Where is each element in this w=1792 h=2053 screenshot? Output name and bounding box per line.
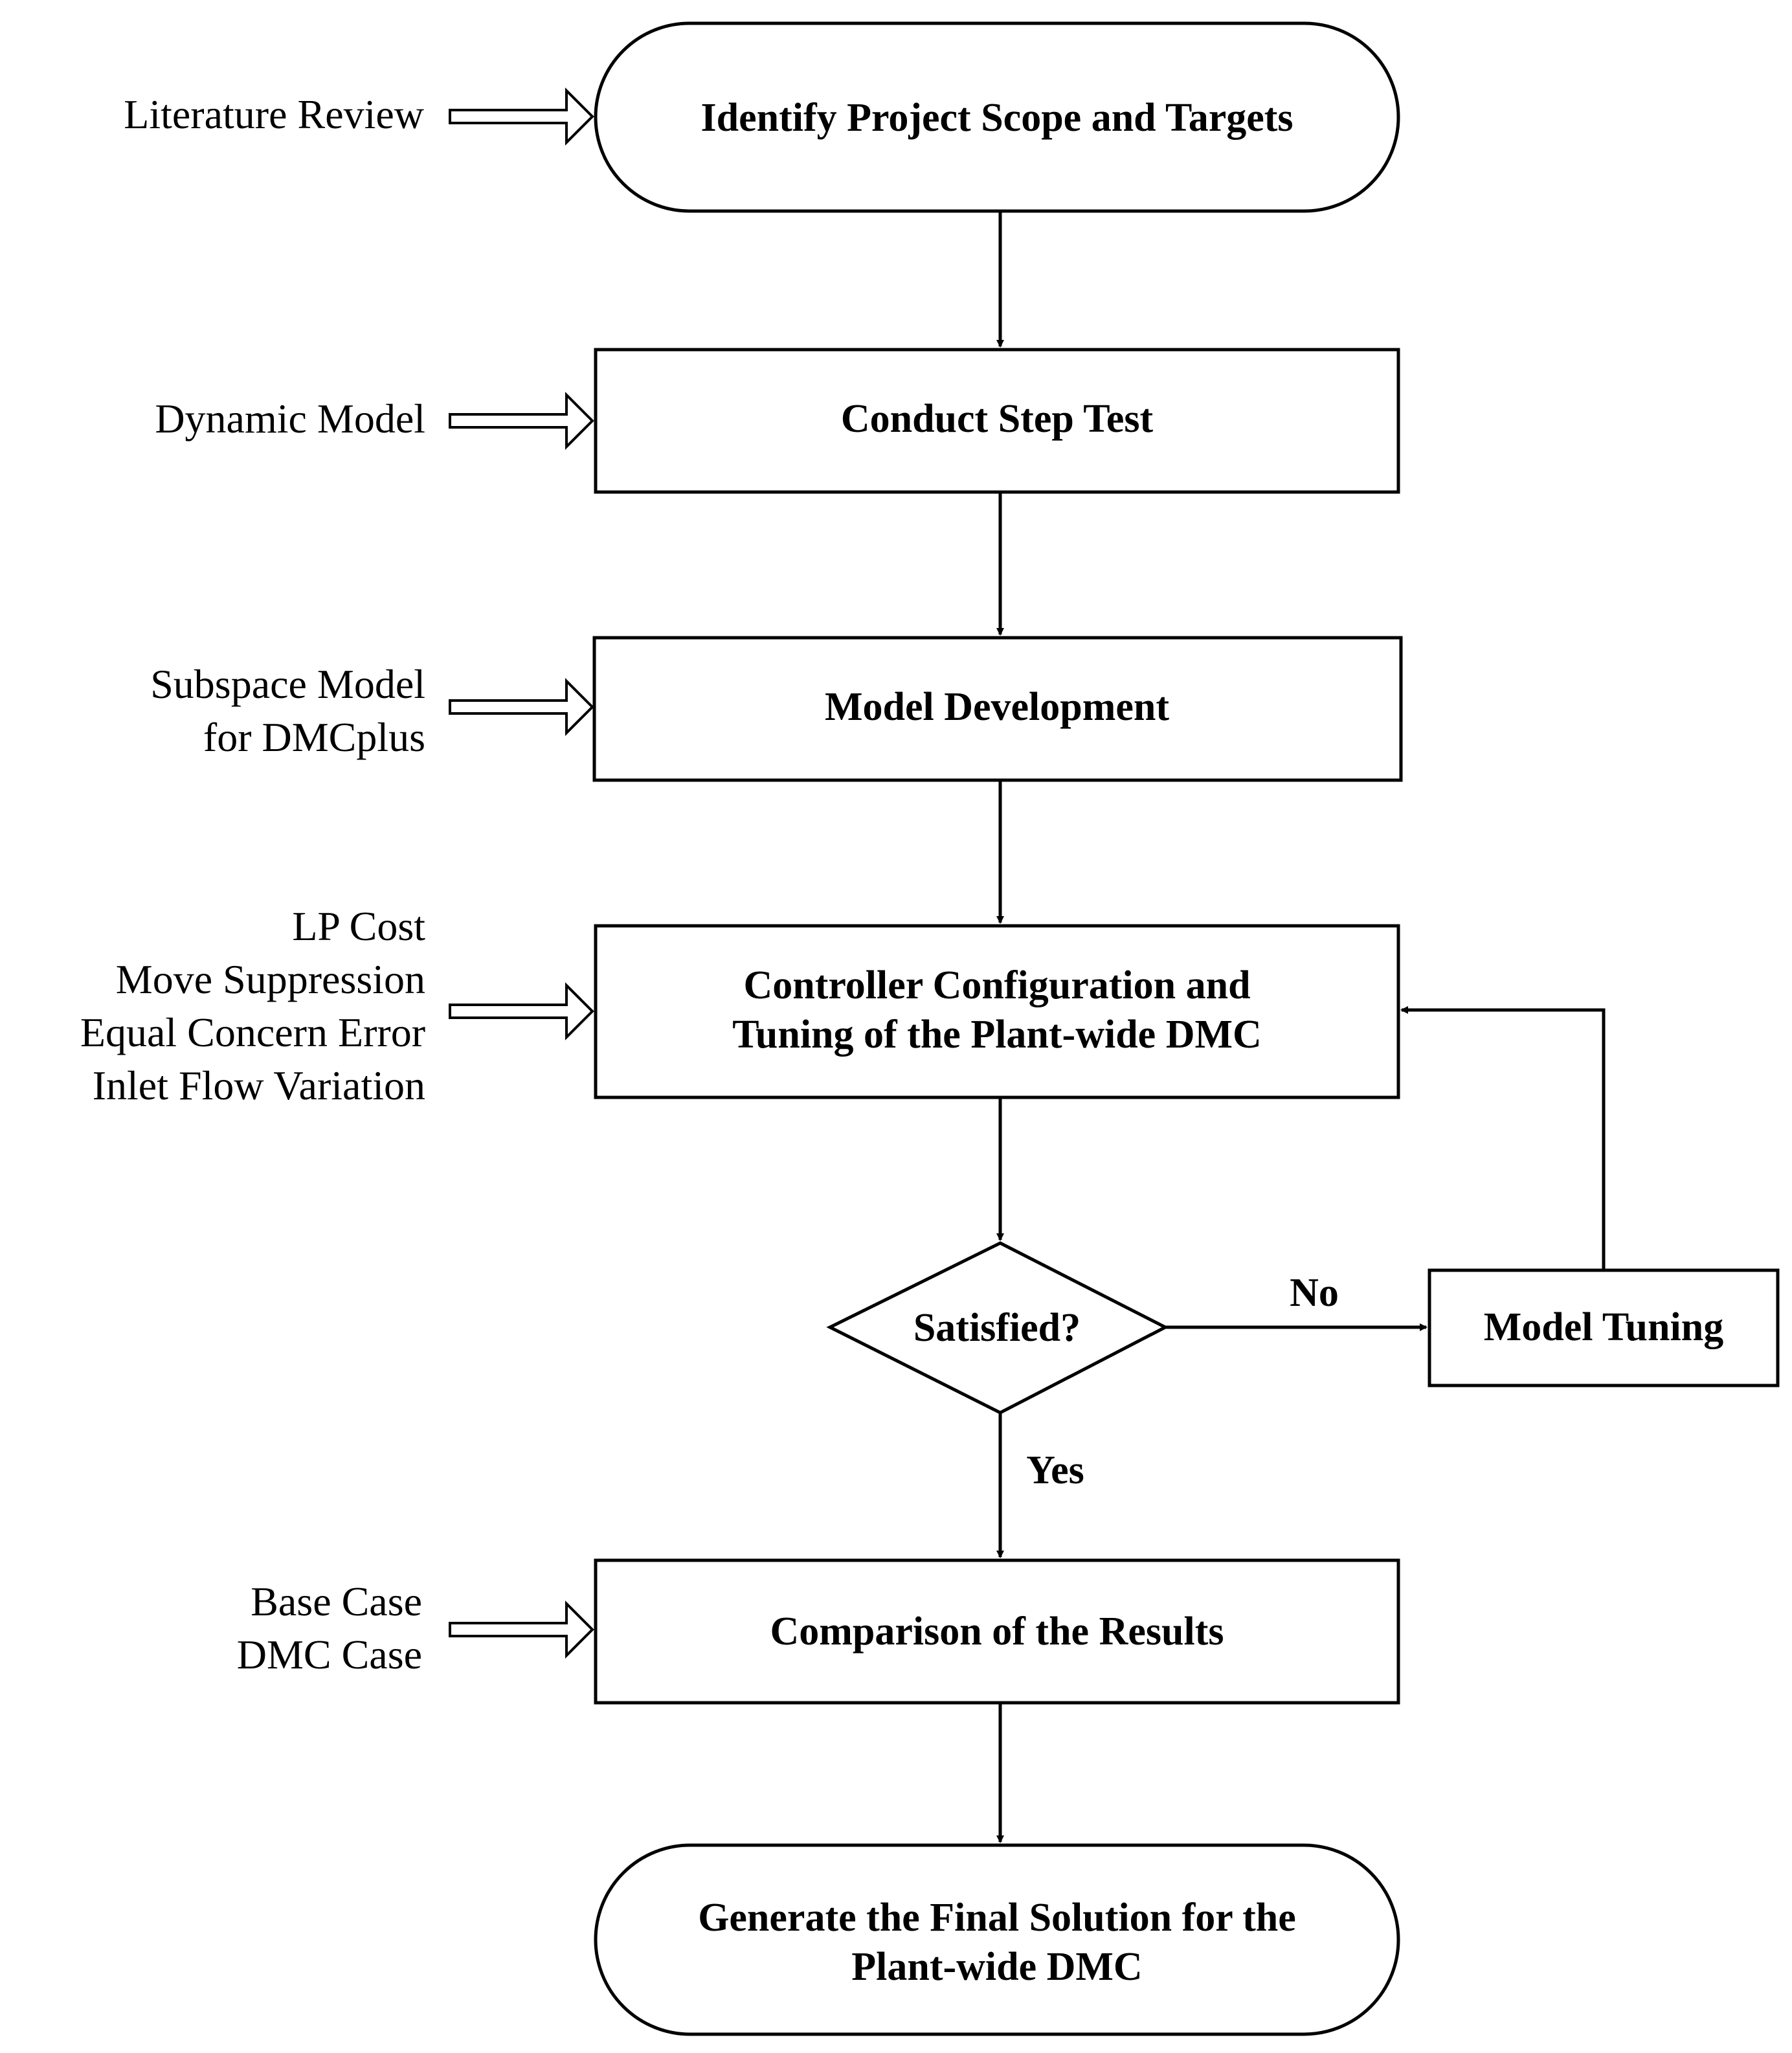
controller-configuration-label-line2: Tuning of the Plant-wide DMC (732, 1013, 1262, 1057)
edge-label-yes: Yes (1026, 1448, 1084, 1492)
controller-configuration-label-line1: Controller Configuration and (743, 963, 1250, 1007)
input-arrow-step-test (449, 392, 594, 450)
comparison-label: Comparison of the Results (770, 1610, 1224, 1654)
controller-configuration-box: Controller Configuration and Tuning of t… (594, 924, 1400, 1099)
input-label-equal-concern-error: Equal Concern Error (80, 1009, 425, 1055)
input-arrow-controller (449, 982, 594, 1040)
input-label-dynamic-model: Dynamic Model (155, 396, 425, 442)
end-terminal-label-line2: Plant-wide DMC (851, 1945, 1142, 1989)
arrow-model-tuning-to-controller (1400, 1006, 1606, 1270)
step-test-label: Conduct Step Test (841, 397, 1154, 441)
step-test-box: Conduct Step Test (594, 348, 1400, 494)
input-label-subspace-model-line2: for DMCplus (203, 714, 425, 760)
model-development-box: Model Development (592, 636, 1403, 782)
model-tuning-label: Model Tuning (1484, 1305, 1723, 1349)
input-arrow-start (449, 87, 594, 146)
input-label-inlet-flow-variation: Inlet Flow Variation (93, 1062, 425, 1108)
satisfied-decision: Satisfied? (826, 1241, 1169, 1415)
model-tuning-box: Model Tuning (1428, 1268, 1780, 1387)
input-label-move-suppression: Move Suppression (116, 956, 425, 1002)
input-label-dmc-case: DMC Case (237, 1632, 422, 1677)
start-terminal: Identify Project Scope and Targets (594, 21, 1400, 213)
comparison-box: Comparison of the Results (594, 1558, 1400, 1705)
start-terminal-label: Identify Project Scope and Targets (700, 96, 1293, 140)
input-label-subspace-model-line1: Subspace Model (150, 661, 425, 707)
model-development-label: Model Development (825, 685, 1169, 729)
satisfied-decision-label: Satisfied? (913, 1306, 1081, 1350)
input-label-literature-review: Literature Review (124, 91, 424, 137)
input-arrow-comparison (449, 1600, 594, 1659)
end-terminal: Generate the Final Solution for the Plan… (594, 1843, 1400, 2036)
input-label-lp-cost: LP Cost (292, 903, 425, 949)
edge-label-no: No (1290, 1271, 1339, 1315)
end-terminal-label-line1: Generate the Final Solution for the (698, 1896, 1296, 1940)
input-label-base-case: Base Case (251, 1578, 422, 1624)
input-arrow-model-development (449, 678, 594, 736)
